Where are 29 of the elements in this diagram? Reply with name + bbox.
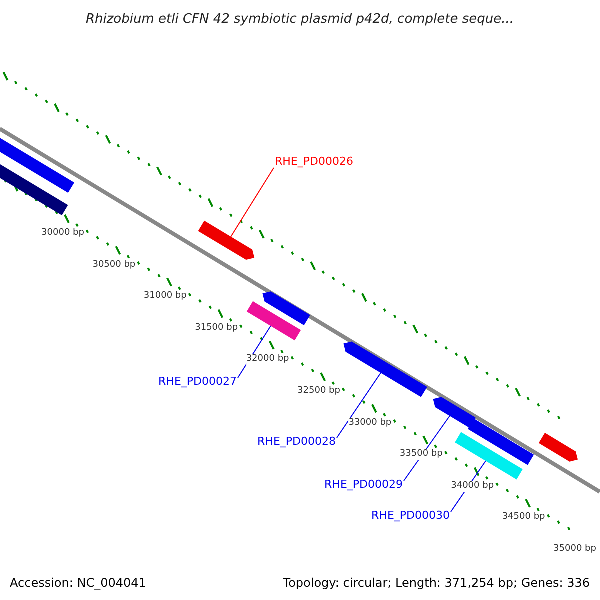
gene-label: RHE_PD00028 xyxy=(258,435,336,448)
gene-block xyxy=(344,342,428,398)
gene-block xyxy=(198,220,255,260)
footer-text: Topology: circular; Length: 371,254 bp; Genes: 336 xyxy=(283,575,590,592)
position-label: 34500 bp xyxy=(502,512,546,524)
position-label: 33500 bp xyxy=(400,449,443,460)
position-label: 32000 bp xyxy=(246,354,290,366)
position-label: 35000 bp xyxy=(554,544,596,555)
gene-block xyxy=(455,432,523,480)
leader-line xyxy=(336,372,382,438)
position-label: 31500 bp xyxy=(195,322,238,334)
position-label: 34000 bp xyxy=(451,480,494,492)
position-label: 30500 bp xyxy=(92,260,136,271)
map-title: Rhizobium etli CFN 42 symbiotic plasmid p42d, complete seque... xyxy=(84,11,516,29)
leader-line xyxy=(230,168,274,238)
gene-label: RHE_PD00027 xyxy=(158,375,237,388)
gene-block xyxy=(433,397,476,428)
position-label: 33000 bp xyxy=(348,418,392,429)
position-label: 30000 bp xyxy=(42,228,84,239)
gene-block xyxy=(538,433,578,462)
gene-block xyxy=(262,292,310,326)
gene-label: RHE_PD00026 xyxy=(275,155,354,168)
position-label: 31000 bp xyxy=(144,291,187,302)
gene-label: RHE_PD00029 xyxy=(324,478,403,491)
gene-block xyxy=(468,418,534,466)
position-label: 32500 bp xyxy=(298,386,340,397)
gene-block xyxy=(246,301,302,341)
gene-label: RHE_PD00030 xyxy=(372,509,450,522)
footer-text: Accession: NC_004041 xyxy=(10,575,146,592)
